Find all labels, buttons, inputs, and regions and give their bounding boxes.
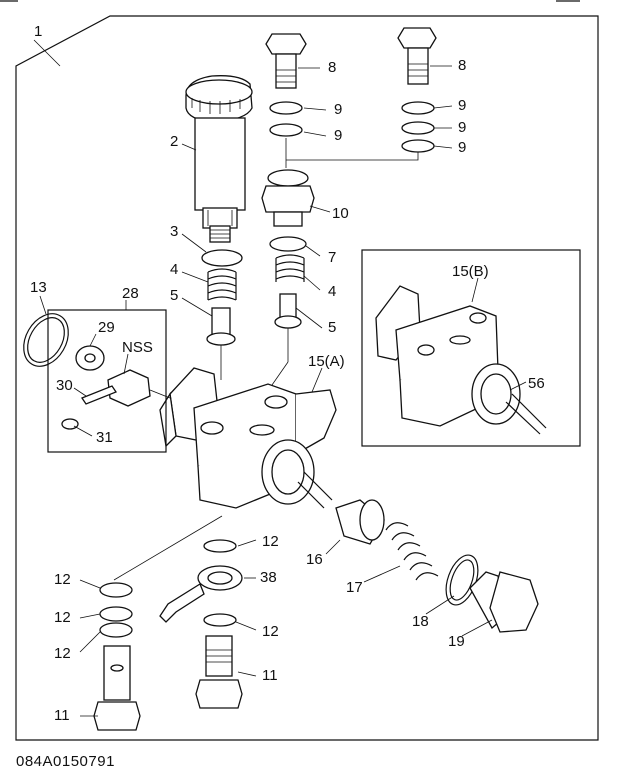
callout-56: 56 [528,375,545,392]
callout-15a: 15(A) [308,353,345,370]
part-9-washer-5 [401,139,435,153]
part-3-washer [201,249,243,267]
part-8-banjo-bolt-center [265,33,307,89]
callout-11-right: 11 [262,667,278,684]
callout-3: 3 [170,223,178,240]
callout-9-a: 9 [334,101,342,118]
callout-8-right: 8 [458,57,466,74]
callout-7: 7 [328,249,336,266]
part-38-banjo-hose [159,565,243,623]
part-2-priming-pump [185,75,253,243]
part-9-washer-3 [401,101,435,115]
callout-12-a: 12 [54,571,71,588]
document-code: 084A0150791 [16,753,115,770]
part-4-spring-left [207,268,237,301]
part-12-washer-bottom [203,613,237,627]
part-9-washer-2 [269,123,303,137]
part-12-washer-b [99,606,133,622]
part-11-bolt-left [93,645,141,731]
part-11-bolt-right [195,635,243,709]
callout-31: 31 [96,429,113,446]
part-12-washer-c [99,622,133,638]
callout-4-left: 4 [170,261,178,278]
callout-16: 16 [306,551,323,568]
part-13-snap-ring [23,313,69,367]
callout-9-e: 9 [458,139,466,156]
group-28-frame [47,309,167,453]
leader-lines [39,65,527,717]
callout-9-b: 9 [334,127,342,144]
part-19-plug [469,571,539,633]
callout-12-c: 12 [54,645,71,662]
callout-1: 1 [34,23,42,40]
callout-8-center: 8 [328,59,336,76]
callout-4-right: 4 [328,283,336,300]
callout-29: 29 [98,319,115,336]
main-frame [15,15,599,741]
callout-10: 10 [332,205,349,222]
callout-30: 30 [56,377,73,394]
callout-15b: 15(B) [452,263,489,280]
callout-12-top: 12 [262,533,279,550]
callout-9-d: 9 [458,119,466,136]
part-16-sleeve [335,499,385,545]
callout-11-left: 11 [54,707,70,724]
callout-12-bottom: 12 [262,623,279,640]
part-29-roller [75,345,105,371]
part-15b-pump-body [375,285,547,435]
part-9-washer-4 [401,121,435,135]
part-12-washer-top [203,539,237,553]
part-10-connector [261,169,315,227]
callout-nss: NSS [122,339,153,356]
part-15a-pump-body [159,367,337,509]
part-7-washer [269,236,307,252]
callout-17: 17 [346,579,363,596]
callout-28: 28 [122,285,139,302]
callout-13: 13 [30,279,47,296]
callout-12-b: 12 [54,609,71,626]
part-9-washer-1 [269,101,303,115]
part-8-banjo-bolt-right [397,27,437,85]
callout-2: 2 [170,133,178,150]
part-tappet [107,369,171,407]
part-17-spring [385,522,439,581]
part-12-washer-a [99,582,133,598]
inset-15b-frame [361,249,581,447]
callout-18: 18 [412,613,429,630]
part-5-plunger-left [206,307,236,380]
callout-5-left: 5 [170,287,178,304]
part-5-plunger-right [271,293,302,386]
callout-labels: 1 2 3 4 5 8 9 9 8 9 9 9 10 7 4 5 15(A) 1… [30,23,545,724]
part-30-pin [81,385,117,405]
callout-9-c: 9 [458,97,466,114]
part-31-key [61,418,79,430]
part-4-spring-right [275,254,305,282]
callout-38: 38 [260,569,277,586]
callout-19: 19 [448,633,465,650]
callout-5-right: 5 [328,319,336,336]
